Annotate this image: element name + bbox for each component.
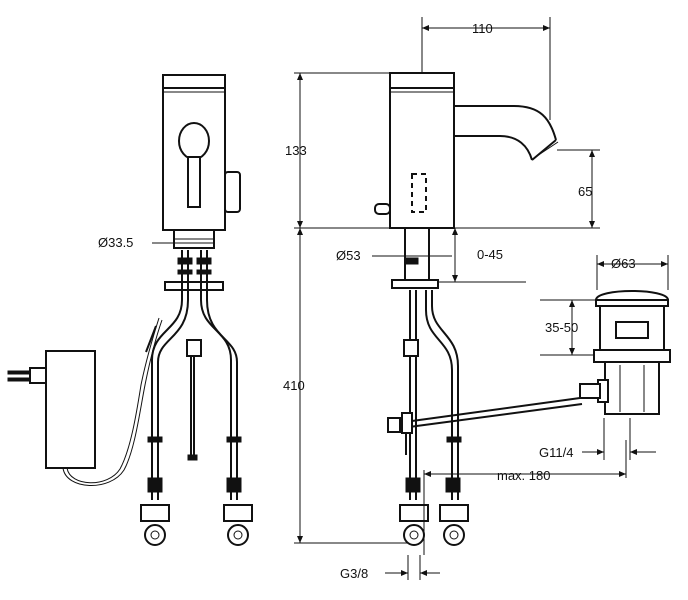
dim-410: 410: [283, 378, 305, 393]
power-adapter: [7, 350, 96, 469]
popup-waste: Ø63 35-50 G11/4: [539, 255, 671, 460]
dim-max-180: max. 180: [497, 468, 550, 483]
dim-diameter-53: Ø53: [336, 248, 361, 263]
dim-diameter-33-5: Ø33.5: [98, 235, 133, 250]
front-view: Ø33.5: [7, 74, 253, 546]
dim-g11-4: G11/4: [539, 445, 573, 460]
dim-65: 65: [578, 184, 592, 199]
dim-g3-8: G3/8: [340, 566, 368, 581]
dim-diameter-63: Ø63: [611, 256, 636, 271]
side-view: 110 133 410 65 Ø53: [283, 17, 627, 581]
dim-133: 133: [285, 143, 307, 158]
front-hoses: [140, 250, 253, 546]
dim-35-50: 35-50: [545, 320, 578, 335]
side-faucet-body: [389, 72, 455, 229]
spout: [454, 105, 557, 161]
popup-rod: [389, 397, 581, 425]
front-faucet-body: [162, 74, 241, 231]
dim-110: 110: [472, 21, 493, 36]
dim-0-45: 0-45: [477, 247, 503, 262]
